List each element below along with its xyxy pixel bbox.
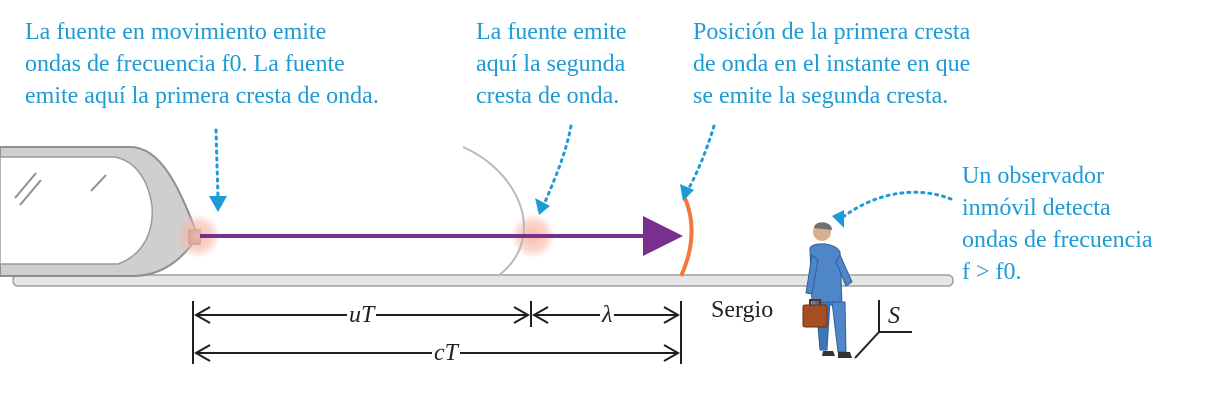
annotation-source-first-crest: La fuente en movimiento emite ondas de f… xyxy=(25,19,379,109)
pointer-heads xyxy=(209,184,844,228)
reference-frame-axes xyxy=(854,300,912,359)
reference-frame-label: S xyxy=(888,303,900,329)
dimension-label-uT: uT xyxy=(347,302,377,328)
wave-crests xyxy=(462,146,694,277)
annotation-first-crest-position: Posición de la primera cresta de onda en… xyxy=(693,19,971,109)
rail-track xyxy=(12,274,954,287)
observer-name: Sergio xyxy=(711,297,774,323)
annotation-observer: Un observador inmóvil detecta ondas de f… xyxy=(962,163,1153,285)
jet-source xyxy=(0,146,201,277)
dimension-label-lambda: λ xyxy=(600,302,615,328)
observer-figure xyxy=(802,222,853,358)
pointer-dots xyxy=(214,124,953,222)
annotation-source-second-crest: La fuente emite aquí la segunda cresta d… xyxy=(476,19,627,109)
dimension-label-cT: cT xyxy=(432,340,460,366)
